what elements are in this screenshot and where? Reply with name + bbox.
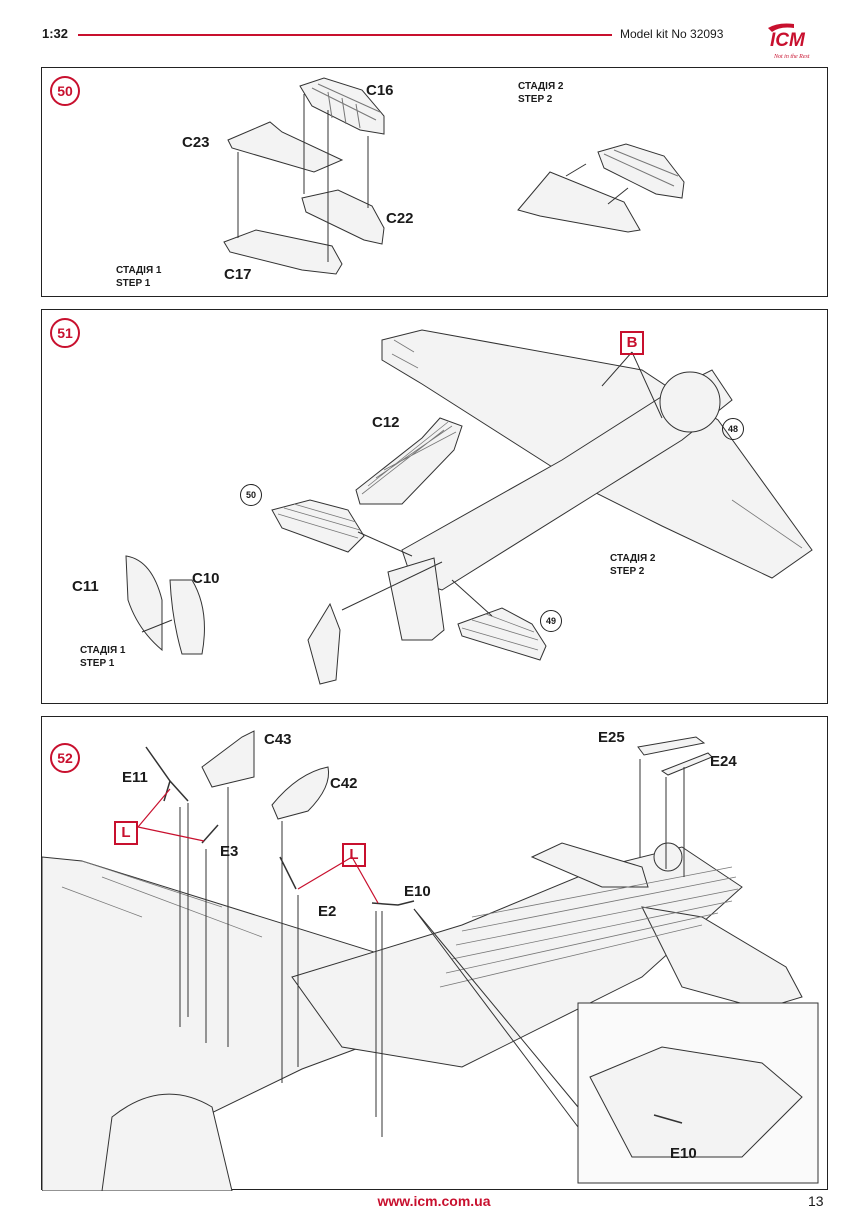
part-label-c11: C11 — [72, 578, 99, 595]
step-number-50: 50 — [50, 76, 80, 106]
svg-text:Not in the Rest: Not in the Rest — [773, 54, 810, 60]
rudder-wheel-shape — [653, 842, 683, 872]
icm-logo: ICM Not in the Rest — [768, 23, 810, 60]
part-label-e25: E25 — [598, 729, 625, 746]
stage1-ua: СТАДІЯ 1 — [116, 265, 162, 276]
stage2-en: STEP 2 — [518, 94, 553, 105]
header-rule — [78, 34, 612, 36]
stage2-label-51: СТАДІЯ 2 STEP 2 — [610, 552, 655, 578]
part-label-e11: E11 — [122, 769, 148, 786]
step-51-drawing — [125, 329, 813, 685]
page-number: 13 — [808, 1193, 824, 1209]
stage1-ua-51: СТАДІЯ 1 — [80, 645, 126, 656]
step-50-drawing — [223, 77, 685, 275]
step-51-panel: 51 B C12 C11 C10 50 48 49 СТАДІЯ 1 STEP … — [41, 309, 828, 704]
stage2-label: СТАДІЯ 2 STEP 2 — [518, 80, 563, 106]
part-e25-shape — [637, 736, 706, 756]
tail-plane-left — [530, 842, 649, 888]
part-e11-shape — [145, 746, 189, 802]
part-label-c10: C10 — [192, 570, 220, 587]
elevator-49-shape — [457, 607, 547, 661]
part-label-c16: C16 — [366, 82, 394, 99]
part-label-c42: C42 — [330, 775, 358, 792]
part-c11-shape — [125, 555, 163, 652]
callout-l-right: L — [342, 843, 366, 867]
part-label-e2: E2 — [318, 903, 337, 920]
stage2-en-51: STEP 2 — [610, 566, 645, 577]
callout-l-left: L — [114, 821, 138, 845]
kit-number: Model kit No 32093 — [620, 27, 724, 41]
step-number-51: 51 — [50, 318, 80, 348]
part-e10-shape — [371, 900, 415, 906]
stage1-en-51: STEP 1 — [80, 658, 115, 669]
part-c17-shape — [223, 229, 343, 275]
tail-fin-shape — [387, 557, 445, 641]
part-c22-shape — [301, 189, 385, 245]
scale-label: 1:32 — [42, 26, 69, 41]
tail-plane-right — [641, 906, 803, 1010]
rudder-shape — [307, 602, 341, 685]
step2-stab-left — [517, 171, 641, 233]
part-c23-shape — [227, 121, 344, 173]
stage2-ua: СТАДІЯ 2 — [518, 81, 564, 92]
part-c10-shape — [169, 579, 205, 655]
inset-e10-shape — [653, 1114, 683, 1124]
part-label-c17: C17 — [224, 266, 252, 283]
step-52-drawing — [42, 730, 819, 1191]
part-label-c22: C22 — [386, 210, 414, 227]
stage1-en: STEP 1 — [116, 278, 151, 289]
step-50-panel: 50 C16 C23 C22 C17 СТАДІЯ 1 STEP 1 СТАДІ… — [41, 67, 828, 297]
part-e3-shape — [201, 824, 219, 844]
stage1-label-51: СТАДІЯ 1 STEP 1 — [80, 644, 125, 670]
part-c42-shape — [271, 766, 330, 820]
stage2-ua-51: СТАДІЯ 2 — [610, 553, 656, 564]
part-label-e10: E10 — [404, 883, 431, 900]
step-number-52: 52 — [50, 743, 80, 773]
svg-text:ICM: ICM — [770, 30, 806, 51]
ref-step-50: 50 — [240, 484, 262, 506]
footer-url[interactable]: www.icm.com.ua — [377, 1193, 491, 1209]
part-label-e3: E3 — [220, 843, 239, 860]
part-e2-shape — [279, 856, 297, 890]
part-label-c12: C12 — [372, 414, 400, 431]
ref-step-48: 48 — [722, 418, 744, 440]
part-c12-shape — [355, 417, 463, 505]
cowl-shape — [101, 1093, 233, 1191]
inset-bay-shape — [589, 1046, 803, 1158]
part-c43-shape — [201, 730, 255, 788]
part-label-e10-inset: E10 — [670, 1145, 697, 1162]
callout-b: B — [620, 331, 644, 355]
part-label-c43: C43 — [264, 731, 292, 748]
step-52-panel: 52 C43 E11 C42 E3 E25 E24 E2 E10 E10 L L — [41, 716, 828, 1191]
engine-shape — [659, 371, 721, 433]
part-e24-shape — [660, 752, 713, 776]
part-label-c23: C23 — [182, 134, 210, 151]
part-label-e24: E24 — [710, 753, 737, 770]
stage1-label: СТАДІЯ 1 STEP 1 — [116, 264, 161, 290]
ref-step-49: 49 — [540, 610, 562, 632]
